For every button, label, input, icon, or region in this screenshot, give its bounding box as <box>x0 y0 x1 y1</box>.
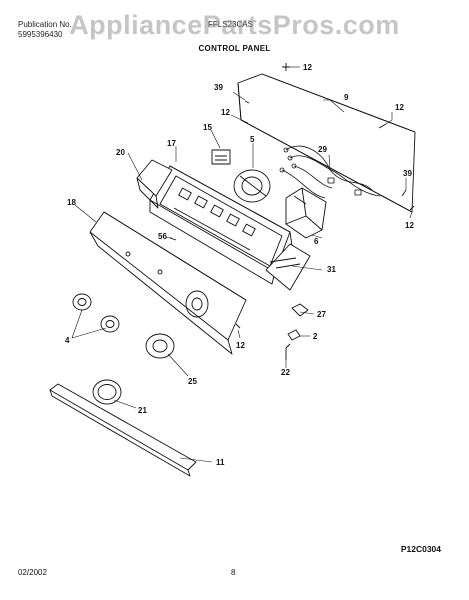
callout-22: 22 <box>281 368 290 377</box>
callout-12: 12 <box>405 221 414 230</box>
bezel-ring <box>92 379 122 405</box>
front-panel <box>89 211 247 355</box>
callout-12: 12 <box>303 63 312 72</box>
callout-29: 29 <box>318 145 327 154</box>
callout-15: 15 <box>203 123 212 132</box>
console-body <box>149 165 293 285</box>
leader-lines <box>71 66 413 463</box>
callout-21: 21 <box>138 406 147 415</box>
callout-18: 18 <box>67 198 76 207</box>
callout-11: 11 <box>216 458 225 467</box>
callout-17: 17 <box>167 139 176 148</box>
callout-31: 31 <box>327 265 336 274</box>
footer-date: 02/2002 <box>18 568 47 577</box>
callout-25: 25 <box>188 377 197 386</box>
diagram-title: CONTROL PANEL <box>198 44 271 53</box>
push-switch <box>211 149 231 165</box>
callout-12: 12 <box>221 108 230 117</box>
trim-strip <box>49 383 197 477</box>
callout-9: 9 <box>344 93 349 102</box>
wire-harness <box>279 145 381 199</box>
knobs <box>72 293 120 333</box>
callout-39: 39 <box>214 83 223 92</box>
callout-5: 5 <box>250 135 255 144</box>
watermark: AppliancePartsPros.com <box>69 10 400 40</box>
back-panel <box>237 73 416 213</box>
page-number: 8 <box>231 568 236 577</box>
right-end-cap <box>265 243 311 291</box>
part-code: P12C0304 <box>400 544 441 554</box>
callout-4: 4 <box>65 336 70 345</box>
model-number: FFLS23CAS <box>208 20 253 29</box>
small-parts <box>285 303 309 360</box>
callout-12: 12 <box>395 103 404 112</box>
publication-label: Publication No. <box>18 20 72 29</box>
publication-number: 5995396430 <box>18 30 63 39</box>
callout-6: 6 <box>314 237 319 246</box>
callout-39: 39 <box>403 169 412 178</box>
callout-2: 2 <box>313 332 318 341</box>
callout-12: 12 <box>236 341 245 350</box>
selector-switch <box>233 169 271 203</box>
callout-27: 27 <box>317 310 326 319</box>
callout-20: 20 <box>116 148 125 157</box>
timer <box>285 187 327 239</box>
dial <box>145 333 175 359</box>
screws <box>169 63 415 329</box>
left-end-cap <box>136 159 173 209</box>
callout-56: 56 <box>158 232 167 241</box>
